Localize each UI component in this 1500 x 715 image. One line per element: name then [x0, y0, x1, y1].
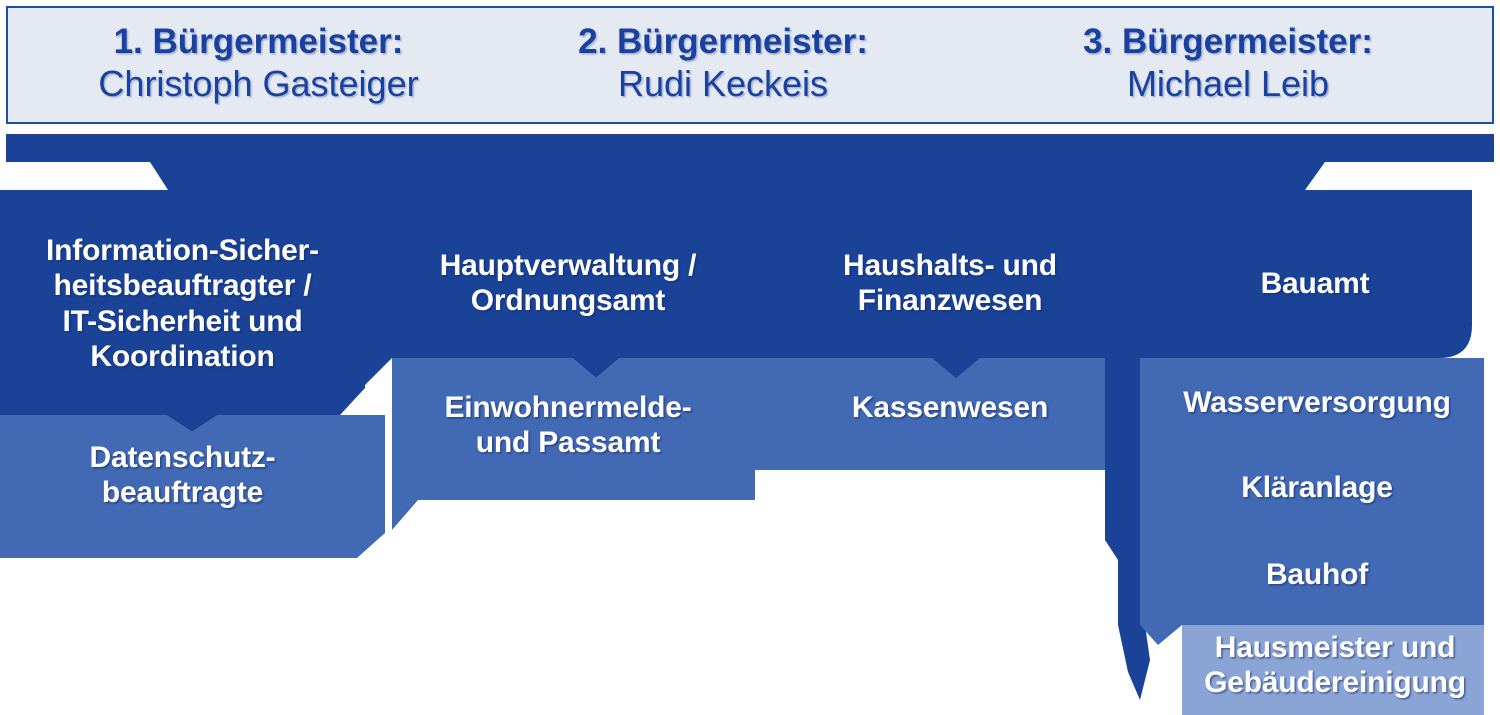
- label-einwohnermelde-und-passamt: Einwohnermelde- und Passamt: [444, 391, 692, 460]
- label-kassenwesen: Kassenwesen: [851, 391, 1049, 424]
- label-hauptverwaltung-ordnungsamt: Hauptverwaltung / Ordnungsamt: [439, 249, 697, 318]
- label-bauhof: Bauhof: [1265, 558, 1369, 591]
- label-haushalts-und-finanzwesen: Haushalts- und Finanzwesen: [843, 249, 1057, 318]
- mayor-name-1: Christoph Gasteiger: [98, 62, 419, 104]
- box-c4-medium: [1140, 358, 1484, 645]
- label-hausmeister-gebaeudereinigung: Hausmeister und Gebäudereinigung: [1204, 631, 1466, 700]
- box-c4-light: [1182, 625, 1484, 715]
- mayor-role-1: 1. Bürgermeister:: [113, 22, 404, 61]
- mayor-role-3: 3. Bürgermeister:: [1083, 22, 1373, 61]
- mayor-cell-2: 2. Bürgermeister: Rudi Keckeis: [508, 22, 938, 104]
- box-c4-dark: [1140, 190, 1472, 358]
- box-c1-dark: [0, 190, 365, 432]
- box-c2-medium: [392, 358, 1110, 530]
- mayor-name-2: Rudi Keckeis: [617, 62, 829, 104]
- box-c2-dark: [365, 190, 760, 385]
- mayors-header-band: 1. Bürgermeister: Christoph Gasteiger 2.…: [6, 6, 1494, 124]
- mayor-cell-3: 3. Bürgermeister: Michael Leib: [1003, 22, 1453, 104]
- label-bauamt: Bauamt: [1260, 267, 1370, 300]
- label-klaeranlage: Kläranlage: [1241, 471, 1393, 504]
- box-c1-medium: [0, 415, 385, 558]
- label-informationssicherheitsbeauftragter: Information-Sicher- heitsbeauftragter / …: [46, 234, 319, 374]
- mayor-name-3: Michael Leib: [1126, 62, 1330, 104]
- box-c3-dark: [760, 190, 1140, 378]
- column4-connector-spine: [1105, 358, 1150, 700]
- label-datenschutzbeauftragte: Datenschutz- beauftragte: [89, 441, 276, 510]
- top-connector-bar: [6, 134, 1494, 190]
- mayor-role-2: 2. Bürgermeister:: [578, 22, 868, 61]
- mayor-cell-1: 1. Bürgermeister: Christoph Gasteiger: [36, 22, 481, 104]
- label-wasserversorgung: Wasserversorgung: [1183, 386, 1451, 419]
